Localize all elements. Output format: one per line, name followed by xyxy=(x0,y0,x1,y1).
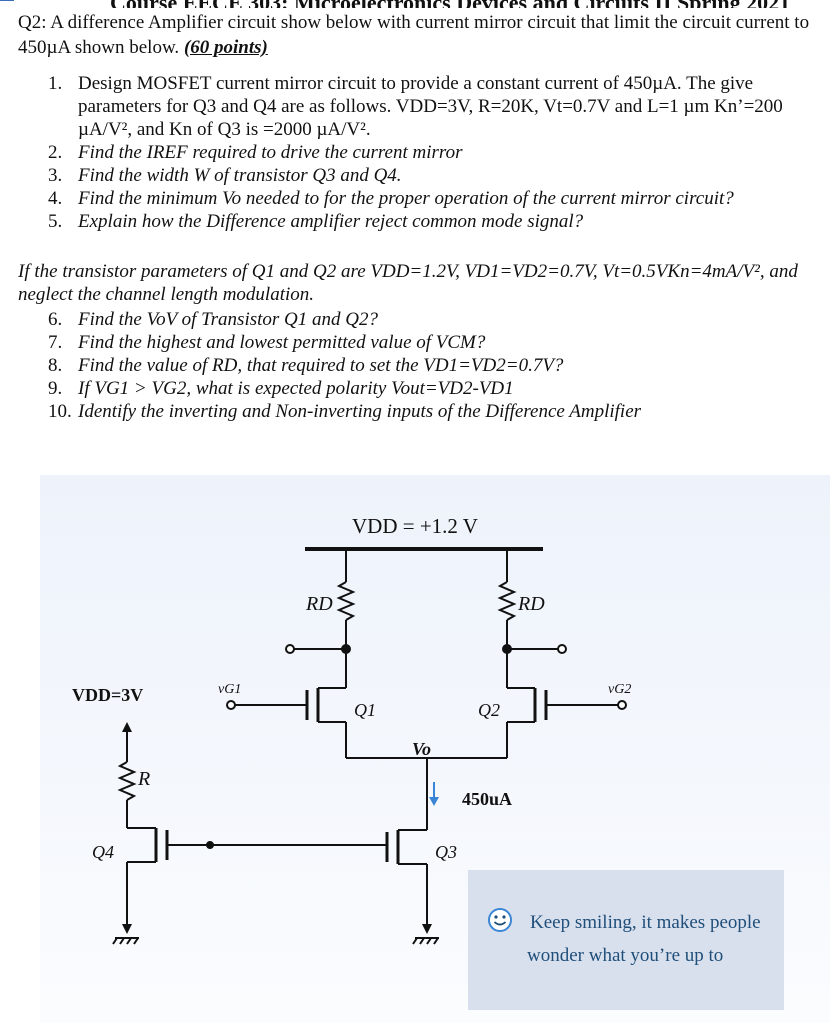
annotation-line-2: wonder what you’re up to xyxy=(527,945,724,966)
question-item: 9. If VG1 > VG2, what is expected polarit… xyxy=(48,377,818,400)
annotation-line-1: Keep smiling, it makes people xyxy=(530,912,761,933)
question-text: Identify the inverting and Non-inverting… xyxy=(78,401,642,422)
question-item: 6. Find the VoV of Transistor Q1 and Q2? xyxy=(48,308,818,331)
question-text: Find the IREF required to drive the curr… xyxy=(78,142,463,163)
q1-label: Q1 xyxy=(354,700,376,720)
vo-label: Vo xyxy=(412,739,431,759)
q4-label: Q4 xyxy=(92,842,114,862)
question-item: 8. Find the value of RD, that required to… xyxy=(48,354,818,377)
rd-left-resistor xyxy=(336,581,356,621)
vg2-terminal xyxy=(617,700,627,710)
design-questions-list: 1. Design MOSFET current mirror circuit t… xyxy=(48,72,818,233)
rd-right-label: RD xyxy=(517,593,545,615)
q3-label: Q3 xyxy=(435,842,457,862)
question-text: If VG1 > VG2, what is expected polarity … xyxy=(78,378,514,399)
vd2-terminal xyxy=(557,644,567,654)
smiley-face-icon xyxy=(488,908,512,932)
rd-left-label: RD xyxy=(305,593,333,615)
question-text: Find the value of RD, that required to s… xyxy=(78,355,564,376)
question-text: Find the width W of transistor Q3 and Q4… xyxy=(78,165,402,186)
r-label: R xyxy=(137,768,150,790)
question-number: 8. xyxy=(48,355,63,376)
header-accent-bar xyxy=(0,0,14,1)
page-header-fragment: Course EECE 303: Microelectronics Device… xyxy=(0,0,835,8)
question-item: 7. Find the highest and lowest permitted … xyxy=(48,331,818,354)
q2-label: Q2 xyxy=(478,700,500,720)
question-number: 6. xyxy=(48,309,63,330)
question-number: 5. xyxy=(48,211,63,232)
question-number: 2. xyxy=(48,142,63,163)
question-item: 4. Find the minimum Vo needed to for the … xyxy=(48,187,818,210)
question-text: Find the highest and lowest permitted va… xyxy=(78,332,486,353)
analysis-questions-list: 6.Find the VoV of Transistor Q1 and Q2?7… xyxy=(48,308,818,423)
course-title: Course EECE 303: Microelectronics Device… xyxy=(110,0,790,8)
vg2-label: vG2 xyxy=(608,682,631,697)
question-item: 1. Design MOSFET current mirror circuit t… xyxy=(48,72,818,141)
vdd-left-label: VDD=3V xyxy=(72,685,143,705)
rd-right-resistor xyxy=(497,581,517,621)
question-item: 5. Explain how the Difference amplifier r… xyxy=(48,210,818,233)
question-number: 9. xyxy=(48,378,63,399)
question-text: Design MOSFET current mirror circuit to … xyxy=(78,73,783,140)
r-resistor xyxy=(117,761,137,801)
question-item: 2. Find the IREF required to drive the cu… xyxy=(48,141,818,164)
question-text: Explain how the Difference amplifier rej… xyxy=(78,211,584,232)
question-item: 3. Find the width W of transistor Q3 and … xyxy=(48,164,818,187)
question-number: 10. xyxy=(48,401,72,422)
annotation-box xyxy=(468,870,784,1010)
question-number: 1. xyxy=(48,73,63,94)
question-text: Find the minimum Vo needed to for the pr… xyxy=(78,188,734,209)
question-text: Find the VoV of Transistor Q1 and Q2? xyxy=(78,309,378,330)
question-number: 4. xyxy=(48,188,63,209)
current-label: 450uA xyxy=(462,789,512,809)
question-heading: Q2: A difference Amplifier circuit show … xyxy=(18,10,818,60)
vg1-terminal xyxy=(226,700,236,710)
vdd-top-label: VDD = +1.2 V xyxy=(352,514,478,538)
vd1-terminal xyxy=(285,644,295,654)
question-number: 7. xyxy=(48,332,63,353)
transistor-parameters-intro: If the transistor parameters of Q1 and Q… xyxy=(18,261,798,305)
question-number: 3. xyxy=(48,165,63,186)
question-points: (60 points) xyxy=(183,37,268,58)
question-text: Q2: A difference Amplifier circuit show … xyxy=(18,12,810,58)
question-item: 10. Identify the inverting and Non-invert… xyxy=(48,400,818,423)
vg1-label: vG1 xyxy=(218,682,241,697)
